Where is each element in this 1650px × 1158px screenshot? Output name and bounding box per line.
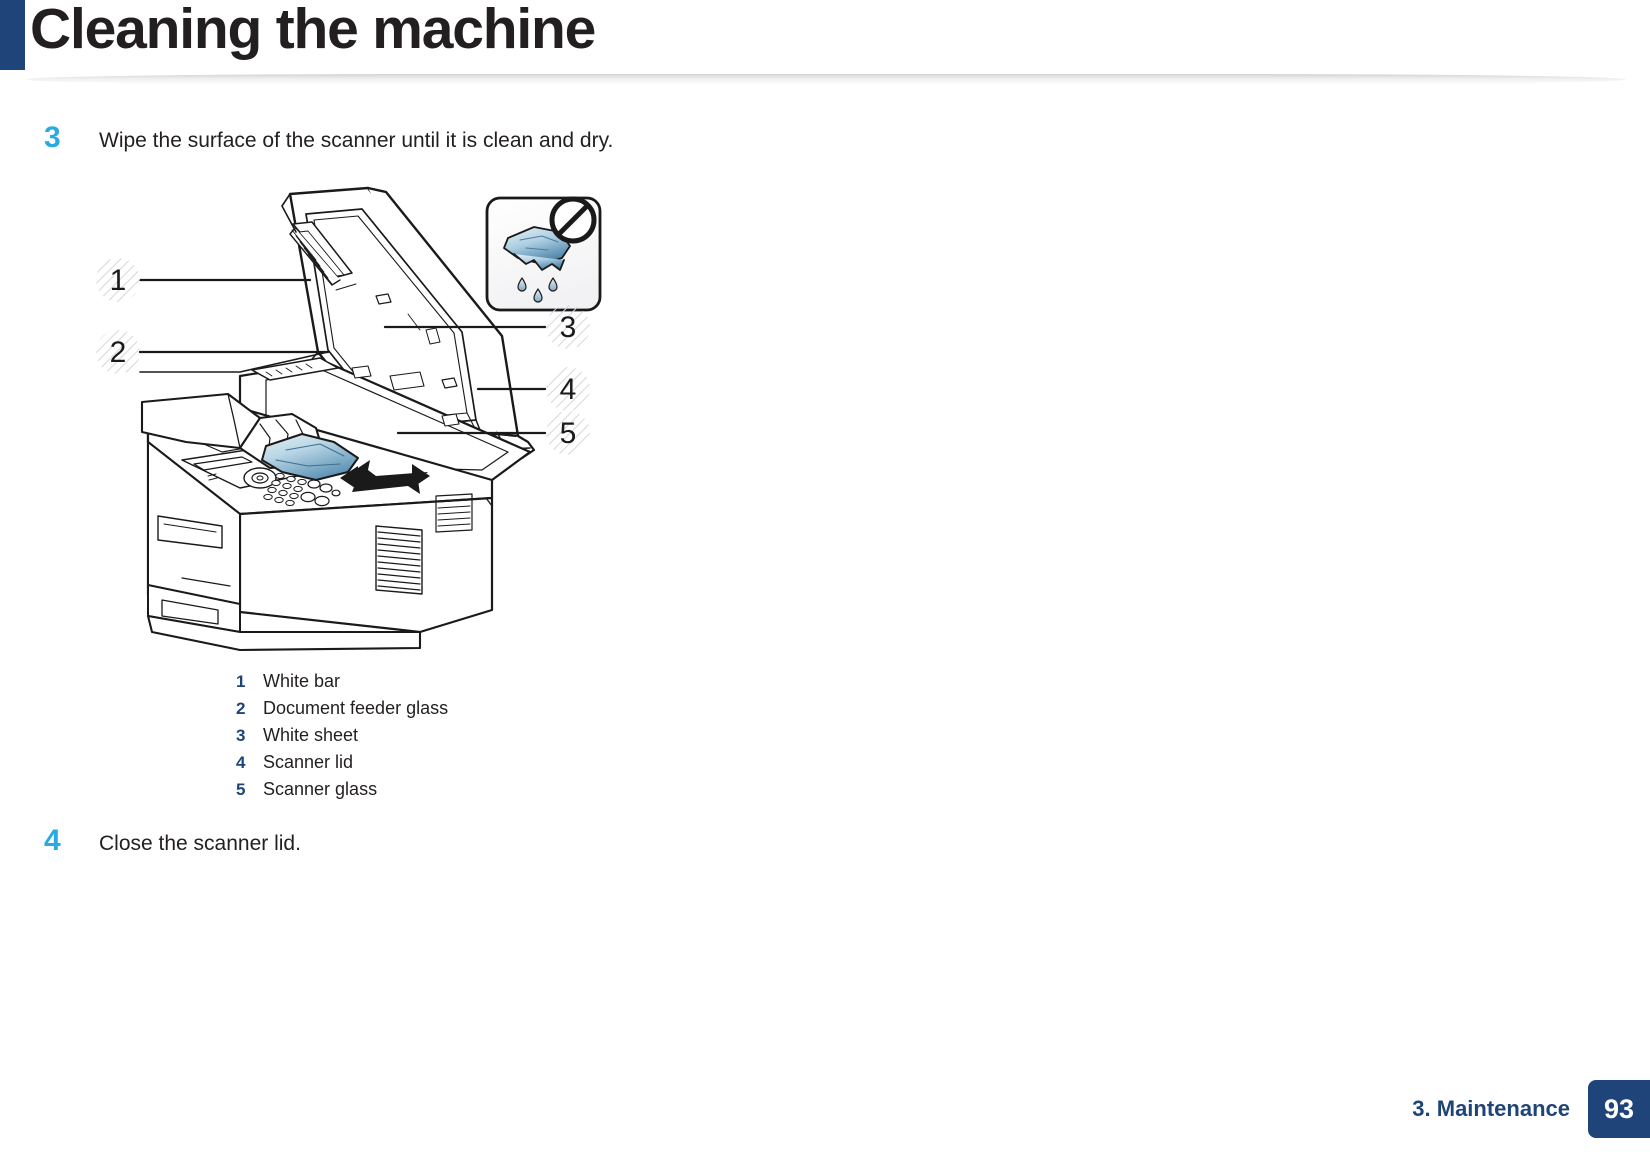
svg-text:4: 4 xyxy=(560,373,577,406)
legend-label: White sheet xyxy=(263,725,359,745)
footer-section-label: 3. Maintenance xyxy=(1412,1096,1570,1121)
callout-marker-4: 4 xyxy=(546,367,590,411)
callout-leader-lines xyxy=(138,278,547,435)
list-item: 5 Scanner glass xyxy=(236,779,616,806)
control-panel-shape xyxy=(181,447,341,507)
step-number: 4 xyxy=(44,824,61,857)
callout-marker-2: 2 xyxy=(96,330,140,374)
list-item: 4 Scanner lid xyxy=(236,752,616,779)
step-text: Wipe the surface of the scanner until it… xyxy=(99,129,614,152)
step-number: 3 xyxy=(44,121,61,154)
step-text: Close the scanner lid. xyxy=(99,832,301,855)
header-divider xyxy=(26,74,1626,85)
step-item-3: 3 Wipe the surface of the scanner until … xyxy=(44,121,613,155)
svg-text:5: 5 xyxy=(560,417,577,450)
legend-index: 2 xyxy=(236,699,246,718)
legend-label: Scanner lid xyxy=(263,752,354,772)
list-item: 3 White sheet xyxy=(236,725,616,752)
page-number-badge: 93 xyxy=(1588,1080,1650,1138)
svg-text:1: 1 xyxy=(110,264,127,297)
legend-index: 4 xyxy=(236,753,246,772)
callout-marker-1: 1 xyxy=(96,258,140,302)
list-item: 2 Document feeder glass xyxy=(236,698,616,725)
legend-index: 1 xyxy=(236,672,246,691)
legend-label: Scanner glass xyxy=(263,779,378,799)
figure-legend: 1 White bar 2 Document feeder glass 3 Wh… xyxy=(236,671,616,806)
no-wet-cloth-icon xyxy=(485,196,602,312)
wipe-direction-arrow xyxy=(340,460,430,494)
scanner-cleaning-illustration: 1 2 3 4 5 xyxy=(90,180,610,660)
page-footer: 3. Maintenance 93 xyxy=(1412,1060,1650,1158)
svg-text:2: 2 xyxy=(110,336,127,369)
callout-marker-3: 3 xyxy=(546,305,590,349)
legend-index: 3 xyxy=(236,726,246,745)
callout-marker-5: 5 xyxy=(546,411,590,455)
callout-markers: 1 2 3 4 5 xyxy=(96,258,590,455)
svg-text:3: 3 xyxy=(560,311,577,344)
legend-label: White bar xyxy=(263,671,341,691)
header-accent-bar xyxy=(0,0,25,70)
hand-with-cloth-shape xyxy=(140,392,359,481)
legend-label: Document feeder glass xyxy=(263,698,449,718)
step-item-4: 4 Close the scanner lid. xyxy=(44,824,301,858)
legend-index: 5 xyxy=(236,780,246,799)
page-title: Cleaning the machine xyxy=(30,0,596,61)
list-item: 1 White bar xyxy=(236,671,616,698)
page-header: Cleaning the machine xyxy=(0,0,1650,92)
printer-body-shape xyxy=(146,406,494,652)
